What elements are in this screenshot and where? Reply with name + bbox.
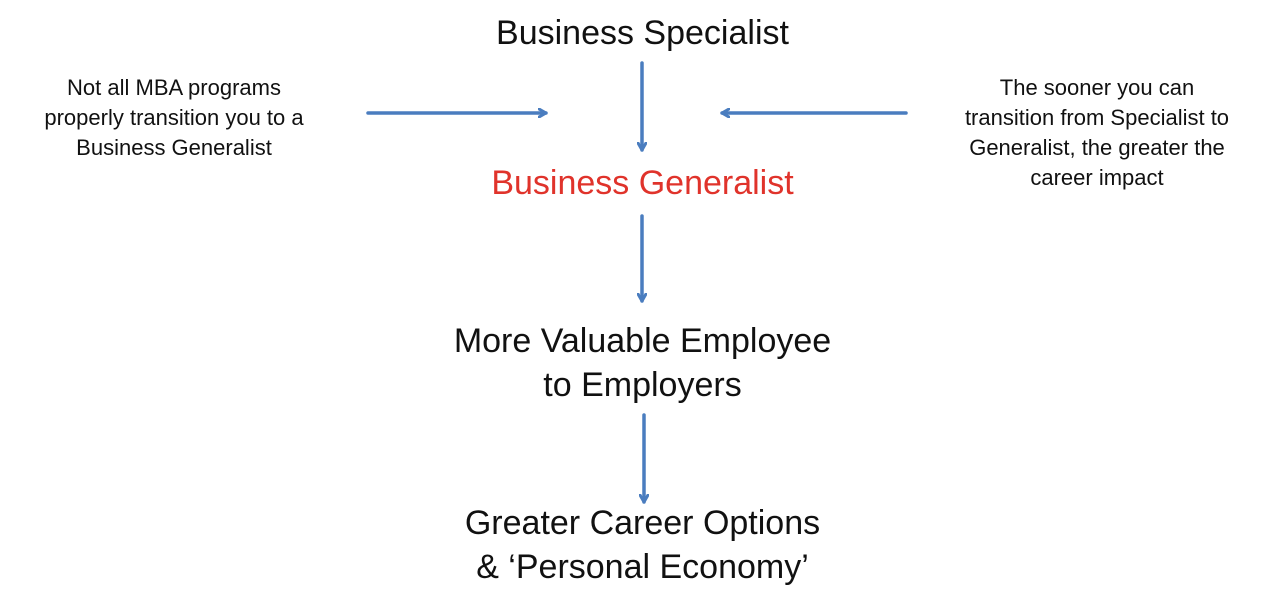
- note-right: The sooner you can transition from Speci…: [938, 73, 1256, 193]
- note-right-line-4: career impact: [1030, 165, 1164, 190]
- node-business-specialist: Business Specialist: [0, 11, 1270, 55]
- note-left-line-1: Not all MBA programs: [67, 75, 281, 100]
- node-greater-career-options-line-1: Greater Career Options: [464, 504, 821, 542]
- node-business-generalist: Business Generalist: [0, 161, 1270, 205]
- node-business-generalist-text: Business Generalist: [491, 164, 794, 202]
- note-left-line-2: properly transition you to a: [44, 105, 304, 130]
- node-business-specialist-text: Business Specialist: [496, 14, 789, 52]
- node-greater-career-options: Greater Career Options & ‘Personal Econo…: [0, 501, 1270, 589]
- note-right-line-1: The sooner you can: [999, 75, 1195, 100]
- node-greater-career-options-line-2: & ‘Personal Economy’: [476, 548, 809, 586]
- node-more-valuable-employee-line-2: to Employers: [543, 366, 742, 404]
- node-more-valuable-employee-line-1: More Valuable Employee: [453, 322, 832, 360]
- note-left-line-3: Business Generalist: [76, 135, 272, 160]
- node-more-valuable-employee: More Valuable Employee to Employers: [0, 319, 1270, 407]
- note-right-line-3: Generalist, the greater the: [969, 135, 1225, 160]
- note-right-line-2: transition from Specialist to: [964, 105, 1230, 130]
- note-left: Not all MBA programs properly transition…: [14, 73, 334, 163]
